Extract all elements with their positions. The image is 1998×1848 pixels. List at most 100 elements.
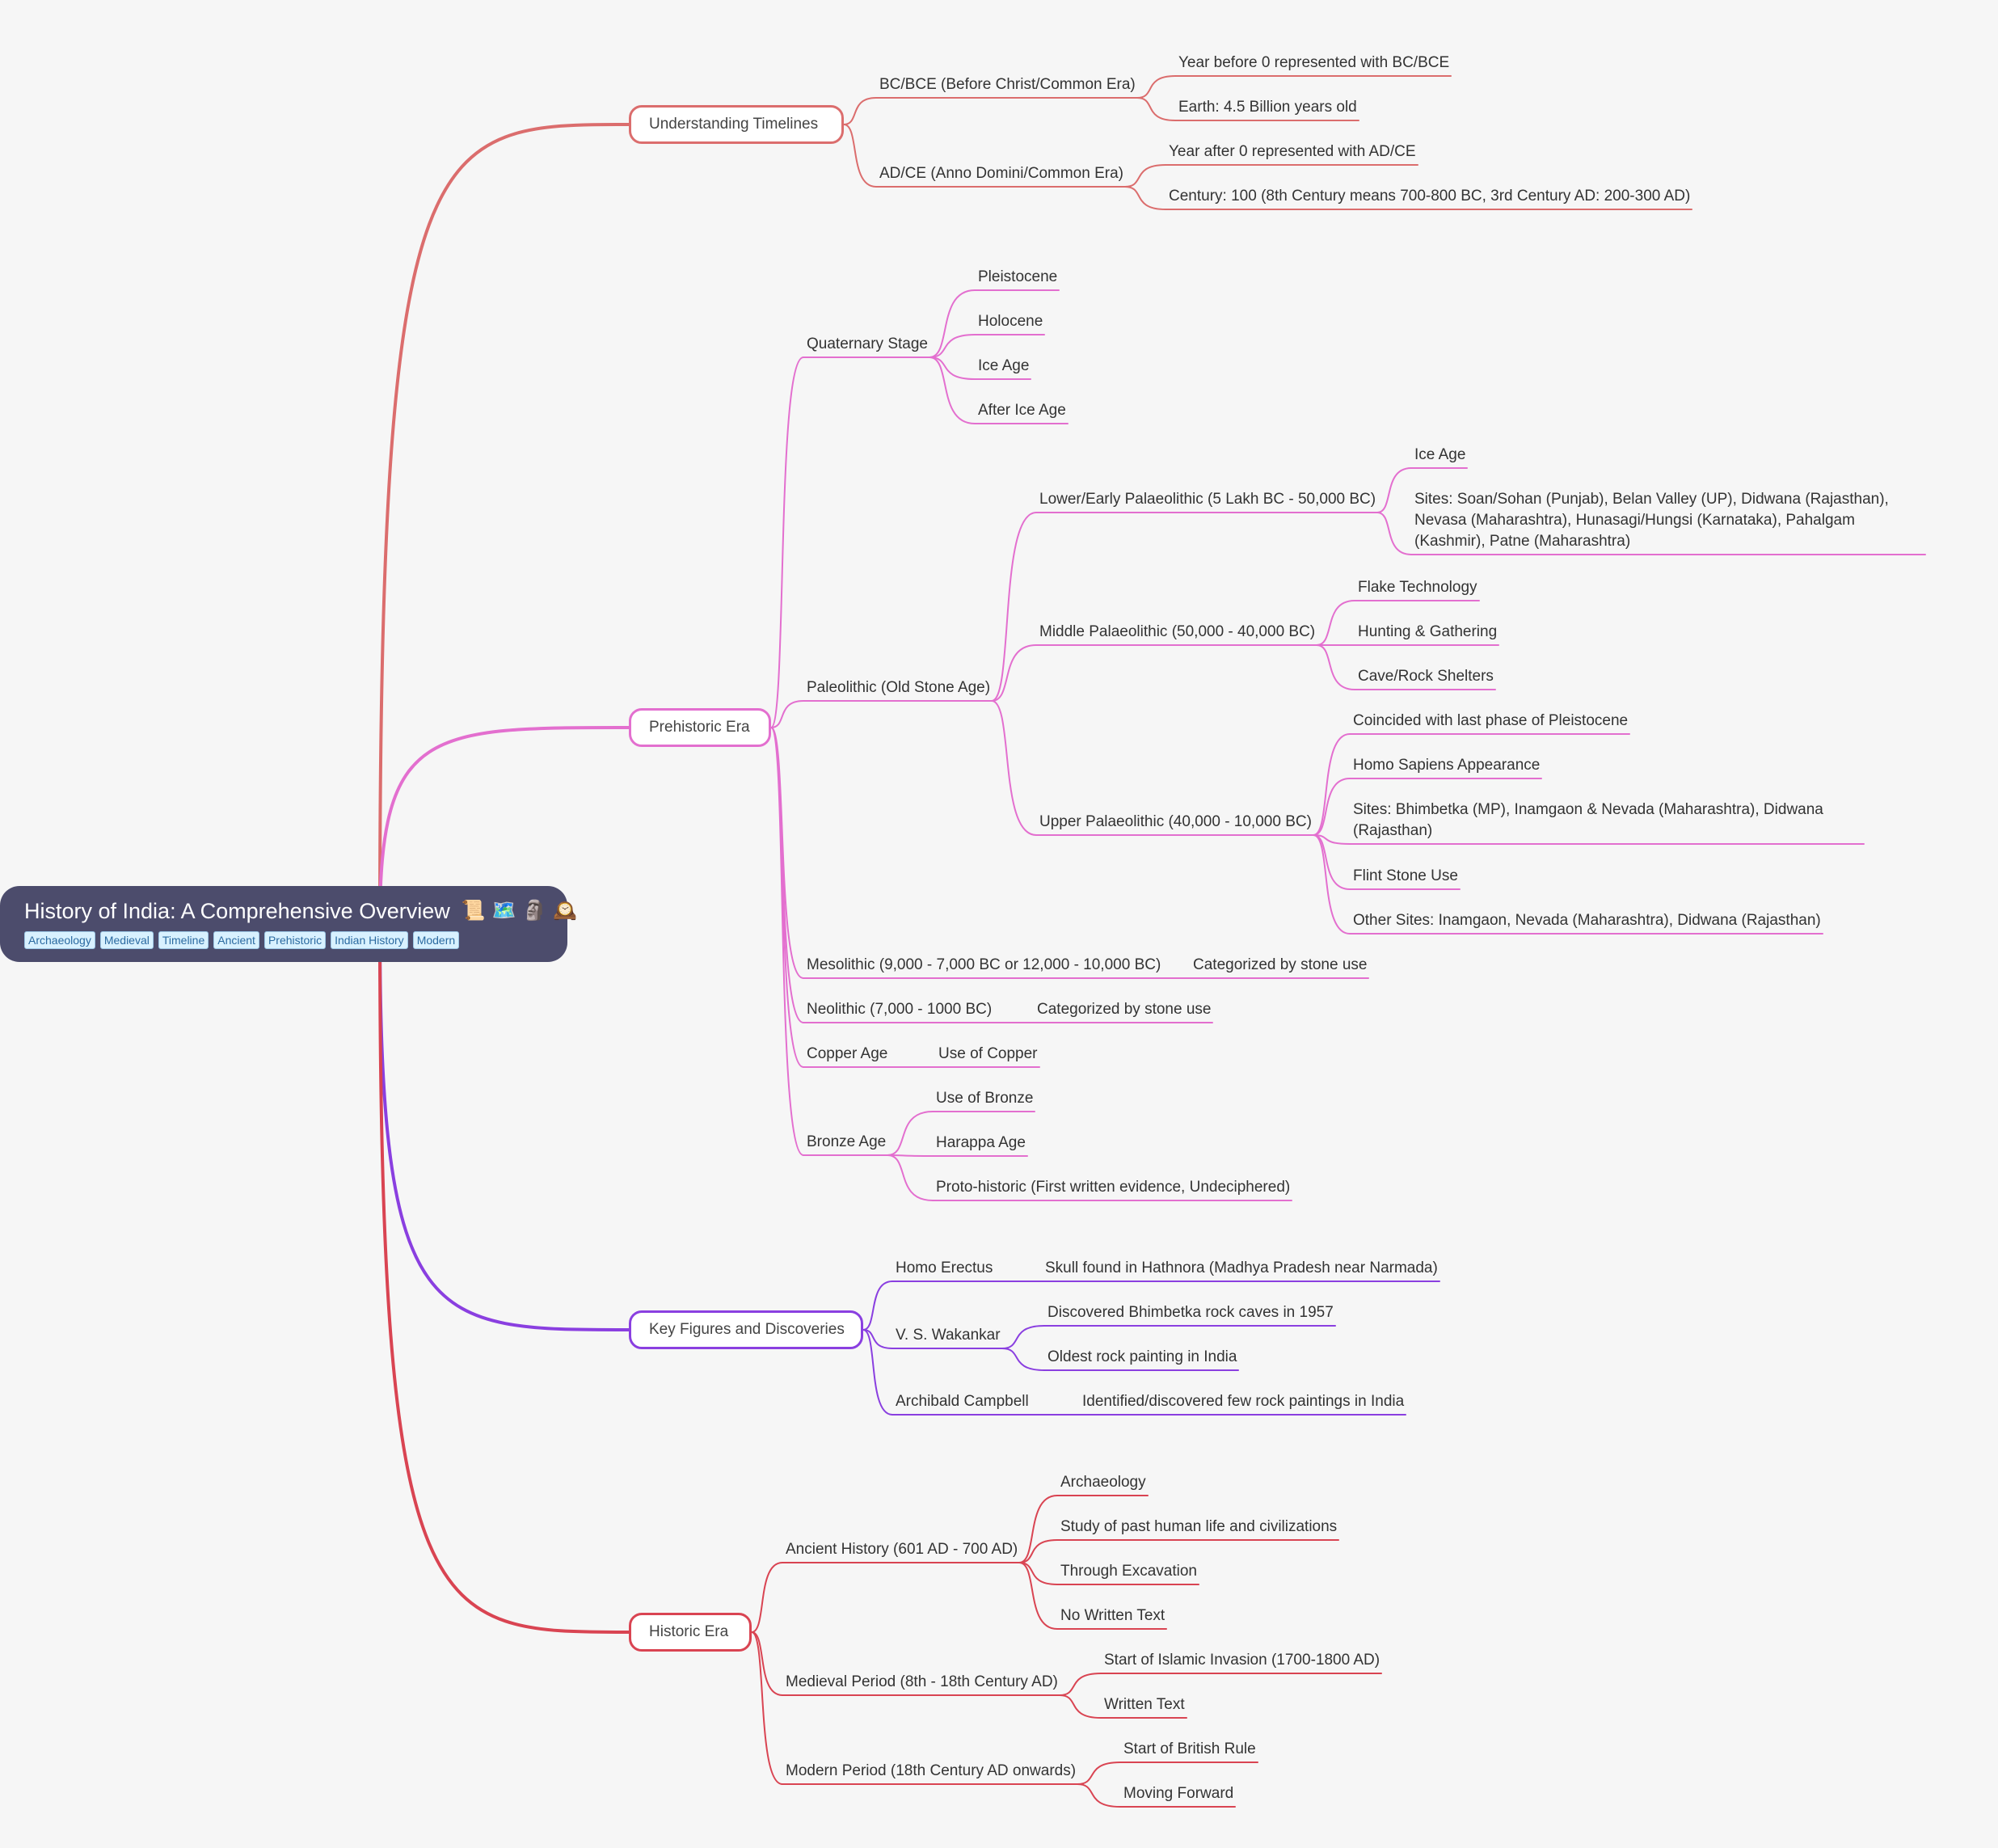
topic-mesolithic[interactable]: Mesolithic (9,000 - 7,000 BC or 12,000 -… bbox=[807, 956, 1161, 973]
leaf-year-after-zero[interactable]: Year after 0 represented with AD/CE bbox=[1169, 143, 1416, 160]
child-connector bbox=[1018, 1539, 1058, 1563]
leaf-year-before-zero[interactable]: Year before 0 represented with BC/BCE bbox=[1178, 54, 1450, 71]
leaf-stone-use[interactable]: Categorized by stone use bbox=[1037, 1001, 1212, 1018]
tag[interactable]: Prehistoric bbox=[263, 931, 327, 949]
leaf-written-text[interactable]: Written Text bbox=[1104, 1696, 1185, 1713]
branch-key-figures[interactable]: Key Figures and Discoveries bbox=[629, 1310, 863, 1349]
leaf-bhimbetka-1957[interactable]: Discovered Bhimbetka rock caves in 1957 bbox=[1047, 1304, 1334, 1321]
leaf-after-ice-age[interactable]: After Ice Age bbox=[978, 402, 1066, 419]
child-connector bbox=[929, 357, 976, 424]
child-connector bbox=[1077, 1762, 1121, 1785]
leaf-holocene[interactable]: Holocene bbox=[978, 313, 1043, 330]
tag-list: Archaeology Medieval Timeline Ancient Pr… bbox=[24, 931, 543, 949]
moai-icon: 🗿 bbox=[522, 900, 547, 922]
topic-homo-erectus[interactable]: Homo Erectus bbox=[896, 1259, 993, 1276]
tag[interactable]: Modern bbox=[412, 931, 460, 949]
branch-connector bbox=[843, 124, 877, 188]
leaf-century[interactable]: Century: 100 (8th Century means 700-800 … bbox=[1169, 188, 1691, 205]
leaf-rock-paintings[interactable]: Identified/discovered few rock paintings… bbox=[1082, 1393, 1405, 1410]
leaf-ice-age[interactable]: Ice Age bbox=[978, 357, 1030, 374]
branch-connector bbox=[751, 1562, 783, 1633]
tag[interactable]: Timeline bbox=[158, 931, 209, 949]
topic-quaternary-stage[interactable]: Quaternary Stage bbox=[807, 335, 928, 352]
leaf-excavation[interactable]: Through Excavation bbox=[1060, 1563, 1197, 1580]
leaf-stone-use[interactable]: Categorized by stone use bbox=[1193, 956, 1368, 973]
child-connector bbox=[1136, 75, 1176, 99]
leaf-ice-age[interactable]: Ice Age bbox=[1414, 446, 1466, 463]
branch-connector bbox=[770, 727, 804, 1156]
child-connector bbox=[1313, 778, 1351, 836]
child-connector bbox=[929, 289, 976, 358]
child-connector bbox=[991, 700, 1037, 836]
leaf-homo-sapiens[interactable]: Homo Sapiens Appearance bbox=[1353, 757, 1541, 774]
branch-connector bbox=[751, 1631, 783, 1785]
topic-wakankar[interactable]: V. S. Wakankar bbox=[896, 1327, 1001, 1344]
topic-bc-bce[interactable]: BC/BCE (Before Christ/Common Era) bbox=[879, 76, 1136, 93]
topic-lower-palaeolithic[interactable]: Lower/Early Palaeolithic (5 Lakh BC - 50… bbox=[1039, 491, 1376, 508]
branch-connector bbox=[862, 1329, 893, 1416]
topic-upper-palaeolithic[interactable]: Upper Palaeolithic (40,000 - 10,000 BC) bbox=[1039, 813, 1312, 830]
leaf-moving-forward[interactable]: Moving Forward bbox=[1123, 1785, 1234, 1802]
leaf-oldest-rock-painting[interactable]: Oldest rock painting in India bbox=[1047, 1348, 1237, 1365]
child-connector bbox=[991, 644, 1037, 702]
tag[interactable]: Ancient bbox=[213, 931, 259, 949]
branch-understanding-timelines[interactable]: Understanding Timelines bbox=[629, 105, 844, 144]
branch-historic-era[interactable]: Historic Era bbox=[629, 1613, 752, 1652]
leaf-use-of-copper[interactable]: Use of Copper bbox=[938, 1045, 1038, 1062]
leaf-use-of-bronze[interactable]: Use of Bronze bbox=[936, 1090, 1034, 1107]
topic-ancient-history[interactable]: Ancient History (601 AD - 700 AD) bbox=[786, 1541, 1018, 1558]
root-connector bbox=[378, 123, 630, 926]
topic-neolithic[interactable]: Neolithic (7,000 - 1000 BC) bbox=[807, 1001, 993, 1018]
leaf-upper-sites[interactable]: Sites: Bhimbetka (MP), Inamgaon & Nevada… bbox=[1353, 801, 1823, 839]
child-connector bbox=[1376, 467, 1412, 513]
tag[interactable]: Indian History bbox=[331, 931, 408, 949]
topic-ad-ce[interactable]: AD/CE (Anno Domini/Common Era) bbox=[879, 165, 1123, 182]
branch-connector bbox=[770, 357, 804, 728]
leaf-harappa-age[interactable]: Harappa Age bbox=[936, 1134, 1026, 1151]
child-connector bbox=[1059, 1673, 1102, 1696]
leaf-islamic-invasion[interactable]: Start of Islamic Invasion (1700-1800 AD) bbox=[1104, 1652, 1380, 1669]
child-connector bbox=[1059, 1694, 1102, 1719]
leaf-flint-stone[interactable]: Flint Stone Use bbox=[1353, 867, 1458, 884]
child-connector bbox=[1313, 834, 1351, 935]
leaf-other-sites[interactable]: Other Sites: Inamgaon, Nevada (Maharasht… bbox=[1353, 912, 1821, 929]
leaf-british-rule[interactable]: Start of British Rule bbox=[1123, 1740, 1256, 1757]
leaf-hunting-gathering[interactable]: Hunting & Gathering bbox=[1358, 623, 1498, 640]
root-connector bbox=[378, 922, 630, 1634]
child-connector bbox=[991, 512, 1037, 702]
child-connector bbox=[1018, 1562, 1058, 1630]
leaf-earth-age[interactable]: Earth: 4.5 Billion years old bbox=[1178, 99, 1357, 116]
topic-bronze-age[interactable]: Bronze Age bbox=[807, 1133, 887, 1150]
leaf-archaeology[interactable]: Archaeology bbox=[1060, 1474, 1146, 1491]
tag[interactable]: Archaeology bbox=[24, 931, 95, 949]
leaf-proto-historic[interactable]: Proto-historic (First written evidence, … bbox=[936, 1179, 1291, 1196]
branch-connector bbox=[770, 727, 804, 1068]
leaf-hathnora-skull[interactable]: Skull found in Hathnora (Madhya Pradesh … bbox=[1045, 1259, 1438, 1276]
child-connector bbox=[1313, 834, 1351, 845]
branch-connector bbox=[751, 1631, 783, 1696]
leaf-study-of-past[interactable]: Study of past human life and civilizatio… bbox=[1060, 1518, 1338, 1535]
branch-prehistoric-era[interactable]: Prehistoric Era bbox=[629, 708, 771, 747]
branch-connector bbox=[770, 727, 804, 1023]
root-node[interactable]: History of India: A Comprehensive Overvi… bbox=[0, 886, 577, 962]
child-connector bbox=[1001, 1348, 1045, 1371]
topic-archibald-campbell[interactable]: Archibald Campbell bbox=[896, 1393, 1029, 1410]
leaf-cave-rock-shelters[interactable]: Cave/Rock Shelters bbox=[1358, 668, 1494, 685]
child-connector bbox=[929, 334, 976, 358]
topic-middle-palaeolithic[interactable]: Middle Palaeolithic (50,000 - 40,000 BC) bbox=[1039, 623, 1316, 640]
child-connector bbox=[1018, 1495, 1058, 1563]
leaf-pleistocene-last-phase[interactable]: Coincided with last phase of Pleistocene bbox=[1353, 712, 1629, 729]
branch-connector bbox=[770, 727, 804, 979]
tag[interactable]: Medieval bbox=[99, 931, 154, 949]
leaf-no-written-text[interactable]: No Written Text bbox=[1060, 1607, 1166, 1624]
topic-modern-period[interactable]: Modern Period (18th Century AD onwards) bbox=[786, 1762, 1077, 1779]
topic-copper-age[interactable]: Copper Age bbox=[807, 1045, 888, 1062]
leaf-lower-sites[interactable]: Sites: Soan/Sohan (Punjab), Belan Valley… bbox=[1414, 491, 1889, 550]
leaf-flake-technology[interactable]: Flake Technology bbox=[1358, 579, 1477, 596]
topic-medieval-period[interactable]: Medieval Period (8th - 18th Century AD) bbox=[786, 1673, 1058, 1690]
child-connector bbox=[1376, 512, 1412, 555]
leaf-pleistocene[interactable]: Pleistocene bbox=[978, 268, 1058, 285]
topic-paleolithic[interactable]: Paleolithic (Old Stone Age) bbox=[807, 679, 991, 696]
